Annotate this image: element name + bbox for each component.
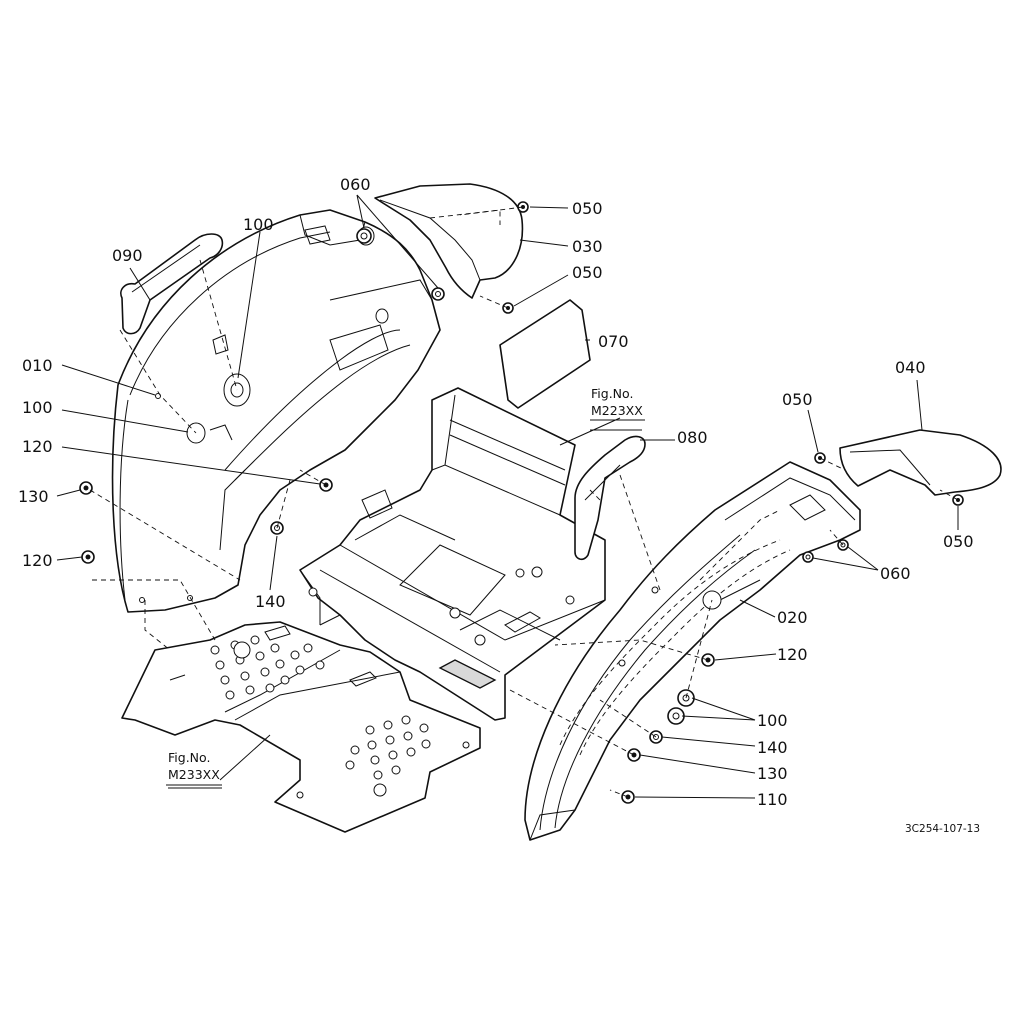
callout-120: 120 [22, 437, 53, 456]
center-frame [299, 387, 606, 721]
callout-060: 060 [340, 175, 371, 194]
grip-handle-090 [120, 233, 224, 335]
figure-reference-m223xx: Fig.No. M223XX [590, 386, 645, 421]
callout-060: 060 [880, 564, 911, 583]
callout-120: 120 [777, 645, 808, 664]
callout-050: 050 [572, 263, 603, 282]
fasteners [79, 201, 964, 804]
floor-perforation-holes-left [210, 635, 325, 700]
callout-labels: 060 050 030 050 100 090 070 010 100 120 … [18, 175, 974, 809]
right-fender-020 [524, 461, 861, 841]
callout-010: 010 [22, 356, 53, 375]
callout-100: 100 [22, 398, 53, 417]
nut-060-right-b [802, 551, 814, 563]
svg-text:Fig.No.: Fig.No. [591, 386, 633, 401]
plate-070 [499, 299, 591, 409]
callout-120: 120 [22, 551, 53, 570]
svg-text:M233XX: M233XX [168, 767, 220, 782]
bolt-120-left [81, 550, 95, 564]
nut-060-a [356, 228, 372, 244]
leader-lines [56, 194, 959, 799]
callout-080: 080 [677, 428, 708, 447]
washer-100-right-b [667, 707, 685, 725]
grip-handle-080 [574, 435, 646, 561]
callout-090: 090 [112, 246, 143, 265]
callout-140: 140 [255, 592, 286, 611]
fender-cover-030 [374, 183, 524, 299]
svg-text:M223XX: M223XX [591, 403, 643, 418]
nut-060-b [431, 287, 445, 301]
callout-070: 070 [598, 332, 629, 351]
callout-130: 130 [757, 764, 788, 783]
figure-reference-m233xx: Fig.No. M233XX [166, 750, 222, 786]
fender-cover-040 [839, 429, 1002, 496]
drawing-code: 3C254-107-13 [905, 823, 980, 835]
callout-100: 100 [243, 215, 274, 234]
callout-140: 140 [757, 738, 788, 757]
floor-plate [121, 621, 481, 833]
callout-020: 020 [777, 608, 808, 627]
callout-100: 100 [757, 711, 788, 730]
callout-050: 050 [943, 532, 974, 551]
callout-130: 130 [18, 487, 49, 506]
callout-040: 040 [895, 358, 926, 377]
washer-140-left [270, 521, 284, 535]
callout-050: 050 [782, 390, 813, 409]
bolt-130-left [79, 481, 93, 495]
callout-110: 110 [757, 790, 788, 809]
callout-030: 030 [572, 237, 603, 256]
svg-text:Fig.No.: Fig.No. [168, 750, 210, 765]
assembly-lines [89, 206, 959, 798]
callout-050: 050 [572, 199, 603, 218]
floor-perforation-holes-right [296, 715, 470, 799]
